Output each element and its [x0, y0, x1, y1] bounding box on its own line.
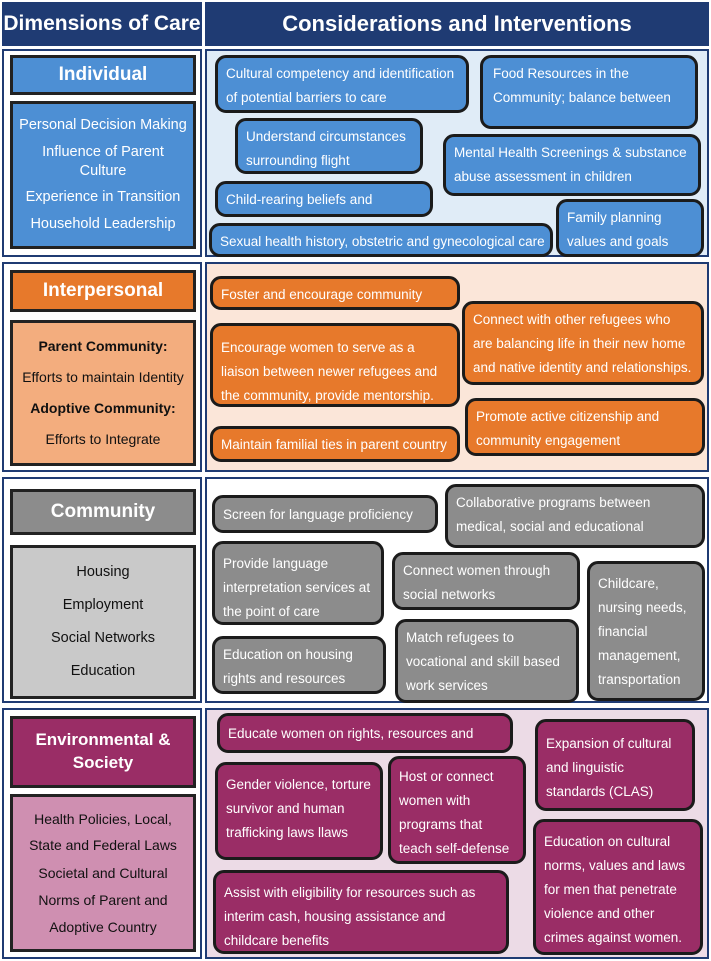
intervention-card: Assist with eligibility for resources su… — [213, 870, 509, 954]
intervention-card: Connect with other refugees who are bala… — [462, 301, 704, 385]
intervention-card: Childcare, nursing needs, financial mana… — [587, 561, 705, 701]
intervention-card: Encourage women to serve as a liaison be… — [210, 323, 460, 407]
community-dimension-panel: Community Housing Employment Social Netw… — [2, 477, 202, 703]
individual-interventions-panel: Cultural competency and identification o… — [205, 49, 709, 257]
intervention-card: Promote active citizenship and community… — [465, 398, 705, 456]
intervention-card: Screen for language proficiency — [212, 495, 438, 533]
individual-title: Individual — [10, 55, 196, 95]
environmental-title: Environmental & Society — [10, 716, 196, 788]
intervention-card: Educate women on rights, resources and l… — [217, 713, 513, 753]
intervention-card: Provide language interpretation services… — [212, 541, 384, 625]
intervention-card: Cultural competency and identification o… — [215, 55, 469, 113]
interventions-header: Considerations and Interventions — [205, 2, 709, 46]
community-factor: Employment — [62, 597, 144, 614]
intervention-card: Connect women through social networks — [392, 552, 580, 610]
environmental-factor: Societal and Cultural Norms of Parent an… — [38, 865, 168, 935]
individual-factor: Household Leadership — [30, 216, 176, 233]
intervention-card: Mental Health Screenings & substance abu… — [443, 134, 701, 196]
parent-community-label: Parent Community: — [38, 337, 168, 354]
intervention-card: Maintain familial ties in parent country — [210, 426, 460, 462]
interpersonal-factor: Efforts to maintain Identity — [22, 368, 184, 385]
community-title: Community — [10, 489, 196, 535]
intervention-card: Understand circumstances surrounding fli… — [235, 118, 423, 174]
interpersonal-interventions-panel: Foster and encourage community hubs Conn… — [205, 262, 709, 472]
environmental-dimension-panel: Environmental & Society Health Policies,… — [2, 708, 202, 959]
community-factor-list: Housing Employment Social Networks Educa… — [10, 545, 196, 699]
intervention-card: Host or connect women with programs that… — [388, 756, 526, 864]
individual-factor-list: Personal Decision Making Influence of Pa… — [10, 101, 196, 249]
interpersonal-factor-list: Parent Community: Efforts to maintain Id… — [10, 320, 196, 466]
intervention-card: Match refugees to vocational and skill b… — [395, 619, 579, 703]
community-interventions-panel: Screen for language proficiency Collabor… — [205, 477, 709, 703]
individual-dimension-panel: Individual Personal Decision Making Infl… — [2, 49, 202, 257]
intervention-card: Foster and encourage community hubs — [210, 276, 460, 310]
intervention-card: Expansion of cultural and linguistic sta… — [535, 719, 695, 811]
environmental-factor-list: Health Policies, Local, State and Federa… — [10, 794, 196, 952]
community-factor: Housing — [76, 564, 130, 581]
intervention-card: Gender violence, torture survivor and hu… — [215, 762, 383, 860]
dimensions-header: Dimensions of Care — [2, 2, 202, 46]
intervention-card: Education on cultural norms, values and … — [533, 819, 703, 955]
intervention-card: Collaborative programs between medical, … — [445, 484, 705, 548]
individual-factor: Experience in Transition — [25, 189, 181, 206]
interpersonal-title: Interpersonal — [10, 270, 196, 312]
community-factor: Social Networks — [51, 630, 155, 647]
intervention-card: Food Resources in the Community; balance… — [480, 55, 698, 129]
community-factor: Education — [70, 663, 136, 680]
adoptive-community-label: Adoptive Community: — [30, 399, 176, 416]
environmental-factor: Health Policies, Local, State and Federa… — [29, 810, 177, 854]
individual-factor: Personal Decision Making — [19, 117, 187, 134]
intervention-card: Education on housing rights and resource… — [212, 636, 386, 694]
environmental-interventions-panel: Educate women on rights, resources and l… — [205, 708, 709, 959]
intervention-card: Child-rearing beliefs and practices — [215, 181, 433, 217]
individual-factor: Influence of Parent Culture — [42, 144, 164, 179]
intervention-card: Sexual health history, obstetric and gyn… — [209, 223, 553, 257]
intervention-card: Family planning values and goals — [556, 199, 704, 257]
interpersonal-factor: Efforts to Integrate — [45, 430, 161, 447]
interpersonal-dimension-panel: Interpersonal Parent Community: Efforts … — [2, 262, 202, 472]
